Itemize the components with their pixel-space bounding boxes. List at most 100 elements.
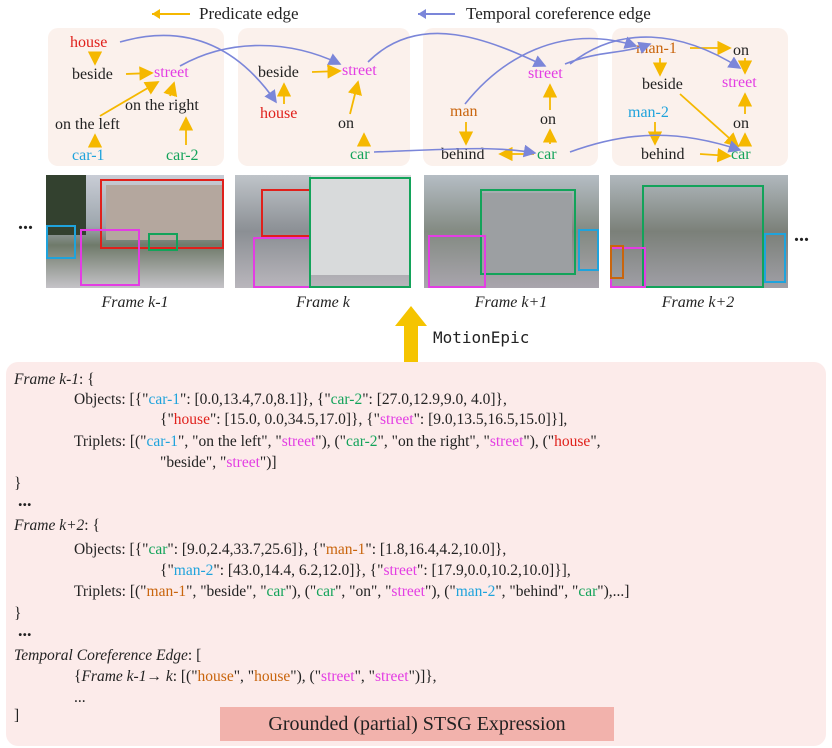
temporal-edges — [119, 32, 742, 158]
entity-green: car — [148, 541, 168, 558]
bbox-house — [261, 189, 311, 237]
tce-line: {Frame k-1→ k: [("house", "house"), ("st… — [74, 667, 437, 687]
text-segment: ", " — [354, 668, 376, 685]
text-segment: "), (" — [425, 583, 456, 600]
open-bracket: : [ — [187, 647, 202, 664]
objects-line: {"house": [15.0, 0.0,34.5,17.0]}, {"stre… — [160, 410, 567, 430]
text-segment: "), (" — [285, 583, 317, 600]
node-car: car — [537, 146, 557, 163]
node-car: car — [350, 146, 370, 163]
triplets-line: Triplets: [("car-1", "on the left", "str… — [74, 432, 601, 452]
entity-pink: street — [321, 668, 355, 685]
text-segment: "), (" — [315, 433, 347, 450]
entity-red: house — [173, 411, 210, 428]
node-beside: beside — [72, 66, 113, 83]
bbox-car — [480, 189, 576, 275]
segments: {Frame k-1→ k: [("house", "house"), ("st… — [74, 668, 437, 685]
text-segment: ": [1.8,16.4,4.2,10.0]}, — [365, 541, 507, 558]
node-on: on — [540, 111, 556, 128]
text-segment: [{" — [129, 541, 149, 558]
close-brace: } — [14, 605, 22, 622]
open-brace: : { — [79, 371, 95, 388]
bbox-car-1 — [46, 225, 76, 259]
entity-green: car — [578, 583, 598, 600]
node-on-top: on — [733, 42, 749, 59]
segments: [("car-1", "on the left", "street"), ("c… — [130, 433, 601, 450]
frame-caption: Frame k+1 — [474, 294, 548, 311]
bbox-man — [578, 229, 599, 271]
bbox-man-1 — [610, 245, 624, 279]
node-car-2: car-2 — [166, 147, 199, 164]
text-segment: [(" — [129, 433, 147, 450]
node-on-the-left: on the left — [55, 116, 120, 133]
text-segment: ": [27.0,12.9,9.0, 4.0]}, — [362, 391, 507, 408]
text-segment: ": [43.0,14.4, 6.2,12.0]}, {" — [213, 562, 384, 579]
segments: {"house": [15.0, 0.0,34.5,17.0]}, {"stre… — [160, 411, 567, 428]
text-segment: ", "on the right", " — [377, 433, 490, 450]
temporal-coreference-header: Temporal Coreference Edge: [ — [14, 646, 201, 666]
triplets-line: Triplets: [("man-1", "beside", "car"), (… — [74, 582, 629, 602]
node-street: street — [154, 64, 189, 81]
entity-orange: house — [254, 668, 291, 685]
close-bracket: ] — [14, 707, 20, 724]
node-street: street — [528, 65, 563, 82]
objects-line: Objects: [{"car": [9.0,2.4,33.7,25.6]}, … — [74, 540, 506, 560]
node-beside: beside — [258, 64, 299, 81]
ellipsis: ... — [18, 620, 32, 640]
triplets-line: "beside", "street")] — [160, 453, 277, 473]
stsg-expression-box — [6, 362, 826, 746]
segments: [{"car-1": [0.0,13.4,7.0,8.1]}, {"car-2"… — [130, 391, 507, 408]
close-brace: } — [14, 475, 22, 492]
text-segment: ", "behind", " — [495, 583, 579, 600]
entity-orange: man-1 — [325, 541, 366, 558]
entity-blue: car-1 — [148, 391, 180, 408]
segments: [{"car": [9.0,2.4,33.7,25.6]}, {"man-1":… — [130, 541, 507, 558]
entity-green: car — [316, 583, 336, 600]
tce-label: Temporal Coreference Edge — [14, 647, 188, 664]
text-segment: ")]}, — [408, 668, 437, 685]
open-brace: : { — [84, 517, 100, 534]
objects-label: Objects: — [74, 391, 130, 408]
graph-edges — [87, 32, 753, 163]
bbox-man-2 — [764, 233, 786, 283]
bbox-street — [80, 229, 140, 286]
entity-pink: street — [391, 583, 425, 600]
node-man: man — [450, 103, 478, 120]
node-beside: beside — [642, 76, 683, 93]
entity-pink: street — [380, 411, 414, 428]
text-segment: ": [9.0,13.5,16.5,15.0]}], — [413, 411, 568, 428]
entity-pink: street — [226, 454, 260, 471]
node-behind: behind — [641, 146, 685, 163]
text-segment: ": [15.0, 0.0,34.5,17.0]}, {" — [209, 411, 380, 428]
text-segment: ")] — [259, 454, 277, 471]
text-segment: ": [17.9,0.0,10.2,10.0]}], — [417, 562, 571, 579]
entity-pink: street — [281, 433, 316, 450]
bbox-street — [253, 237, 311, 288]
frame-k-minus-1-header: Frame k-1: { — [14, 370, 95, 390]
segments: {"man-2": [43.0,14.4, 6.2,12.0]}, {"stre… — [160, 562, 571, 579]
frame-k-plus-2-header: Frame k+2: { — [14, 516, 100, 536]
segments: "beside", "street")] — [160, 454, 277, 471]
bbox-car — [642, 185, 764, 288]
ellipsis-right: ... — [794, 224, 809, 246]
text-segment: "),...] — [597, 583, 630, 600]
entity-orange: man-1 — [146, 583, 187, 600]
text-segment: { — [74, 668, 82, 685]
text-segment: ", "on the left", " — [178, 433, 282, 450]
text-segment: ": [9.0,2.4,33.7,25.6]}, {" — [167, 541, 326, 558]
node-house: house — [260, 105, 298, 122]
ellipsis: ... — [18, 490, 32, 510]
temporal-edge-legend: Temporal coreference edge — [466, 4, 651, 23]
entity-green: car-2 — [346, 433, 378, 450]
node-street: street — [342, 62, 377, 79]
entity-pink: street — [489, 433, 524, 450]
stsg-caption: Grounded (partial) STSG Expression — [220, 707, 614, 741]
text-segment: {" — [160, 562, 174, 579]
frame-image-k-plus-2 — [610, 175, 788, 288]
entity-green: car — [266, 583, 286, 600]
bbox-car-2 — [148, 233, 178, 251]
node-street: street — [722, 74, 757, 91]
bbox-car — [309, 177, 411, 288]
frame-image-k-plus-1 — [424, 175, 599, 288]
entity-pink: street — [383, 562, 418, 579]
